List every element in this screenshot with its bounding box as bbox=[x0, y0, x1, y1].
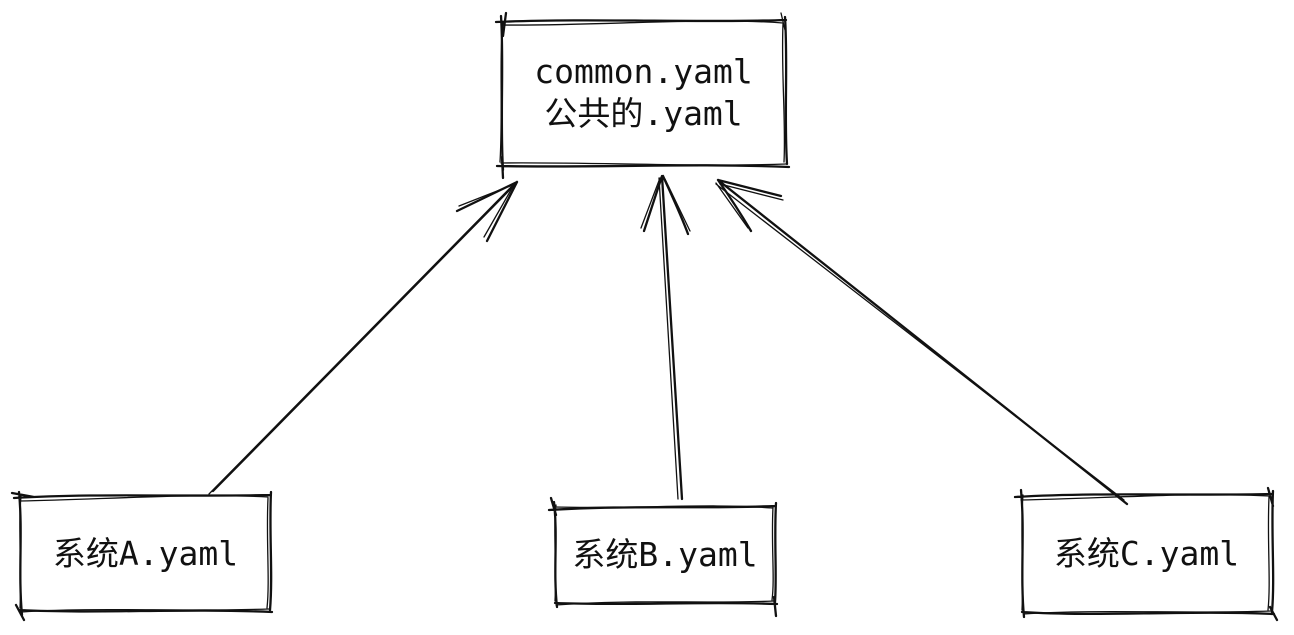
node-system-a-label: 系统A.yaml bbox=[52, 534, 239, 573]
node-system-b-label: 系统B.yaml bbox=[572, 535, 758, 574]
node-system-a-box bbox=[10, 490, 274, 622]
node-system-c-box bbox=[1013, 486, 1279, 622]
arrow-system-a-to-common bbox=[208, 180, 519, 495]
arrow-system-b-to-common bbox=[640, 174, 691, 501]
node-system-c-label: 系统C.yaml bbox=[1053, 534, 1240, 573]
node-common-title: common.yaml bbox=[534, 51, 753, 91]
arrow-system-c-to-common bbox=[715, 178, 1129, 506]
node-common-subtitle: 公共的.yaml bbox=[544, 93, 743, 133]
node-common-label: common.yaml 公共的.yaml bbox=[500, 18, 787, 167]
node-common-box bbox=[494, 11, 791, 180]
node-system-b-box bbox=[547, 496, 779, 618]
